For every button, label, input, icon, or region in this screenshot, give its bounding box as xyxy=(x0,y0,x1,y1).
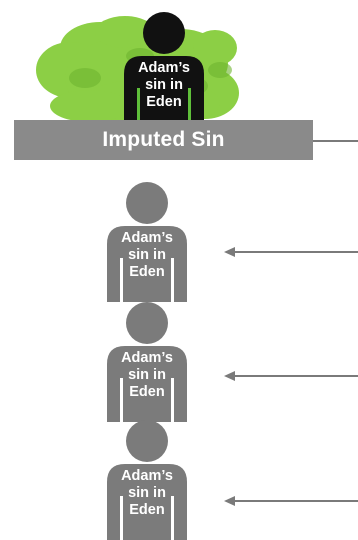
label-line-1: Adam’s xyxy=(138,60,190,76)
figure-head xyxy=(143,12,185,54)
label-line-2: sin in xyxy=(145,77,183,93)
figure-torso xyxy=(124,56,204,132)
imputed-sin-banner: Imputed Sin xyxy=(14,120,313,160)
label-line-3: Eden xyxy=(129,384,165,400)
adam-figure-1: Adam’s sin in Eden xyxy=(107,182,187,302)
label-line-2: sin in xyxy=(128,367,166,383)
figure-head xyxy=(126,302,168,344)
arrow-left-2 xyxy=(224,371,358,381)
arrow-left-1 xyxy=(224,247,358,257)
label-line-3: Eden xyxy=(146,94,182,110)
figure-head xyxy=(126,420,168,462)
label-line-3: Eden xyxy=(129,264,165,280)
label-line-3: Eden xyxy=(129,502,165,518)
figure-torso xyxy=(107,346,187,422)
adam-figure-top: Adam’s sin in Eden xyxy=(124,12,204,132)
figure-torso xyxy=(107,464,187,540)
figure-head xyxy=(126,182,168,224)
adam-figure-2: Adam’s sin in Eden xyxy=(107,302,187,422)
label-line-1: Adam’s xyxy=(121,230,173,246)
arrow-left-3 xyxy=(224,496,358,506)
figure-label: Adam’s sin in Eden xyxy=(107,350,187,401)
label-line-1: Adam’s xyxy=(121,468,173,484)
label-line-1: Adam’s xyxy=(121,350,173,366)
figure-label: Adam’s sin in Eden xyxy=(124,60,204,111)
label-line-2: sin in xyxy=(128,247,166,263)
figure-label: Adam’s sin in Eden xyxy=(107,230,187,281)
banner-connector-line xyxy=(313,140,358,142)
label-line-2: sin in xyxy=(128,485,166,501)
adam-figure-3: Adam’s sin in Eden xyxy=(107,420,187,540)
figure-torso xyxy=(107,226,187,302)
figure-label: Adam’s sin in Eden xyxy=(107,468,187,519)
